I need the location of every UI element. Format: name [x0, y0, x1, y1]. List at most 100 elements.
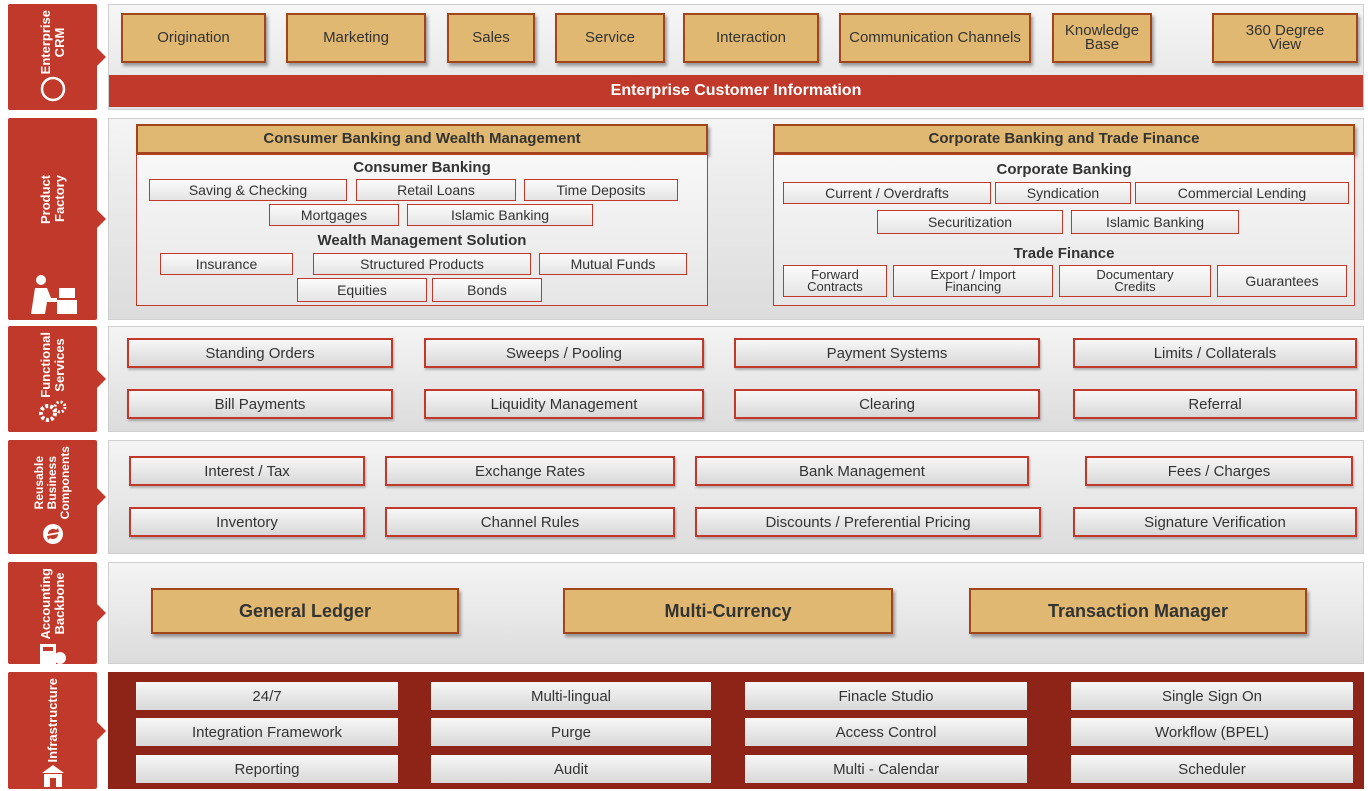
chip-islamic-banking-corporate: Islamic Banking — [1071, 210, 1239, 234]
layer-arrow-icon — [97, 488, 106, 506]
reusable-components-layer: Reusable Business Components Interest / … — [0, 440, 1368, 554]
rbc-item-interest-tax: Interest / Tax — [129, 456, 365, 486]
rbc-item-exchange-rates: Exchange Rates — [385, 456, 675, 486]
rbc-item-bank-management: Bank Management — [695, 456, 1029, 486]
building-icon — [38, 763, 68, 789]
accounting-backbone-layer: Accounting Backbone General Ledger Multi… — [0, 562, 1368, 664]
enterprise-crm-layer: Enterprise CRM Origination Marketing Sal… — [0, 4, 1368, 110]
functional-services-sidebar: Functional Services — [8, 326, 106, 432]
infra-item-integration-framework: Integration Framework — [136, 718, 398, 746]
chip-insurance: Insurance — [160, 253, 293, 275]
layer-arrow-icon — [97, 604, 106, 622]
reusable-components-sidebar: Reusable Business Components — [8, 440, 106, 554]
product-factory-layer: Product Factory Consumer Banking and Wea… — [0, 118, 1368, 320]
chip-islamic-banking-consumer: Islamic Banking — [407, 204, 593, 226]
reusable-components-panel: Interest / Tax Exchange Rates Bank Manag… — [108, 440, 1364, 554]
fs-item-sweeps-pooling: Sweeps / Pooling — [424, 338, 704, 368]
chip-structured-products: Structured Products — [313, 253, 531, 275]
gears-icon — [38, 398, 68, 426]
rbc-item-channel-rules: Channel Rules — [385, 507, 675, 537]
infra-item-multi-lingual: Multi-lingual — [431, 682, 711, 710]
crm-item-interaction: Interaction — [683, 13, 819, 63]
chip-forward-contracts: Forward Contracts — [783, 265, 887, 297]
functional-services-label: Functional Services — [37, 332, 67, 398]
layer-arrow-icon — [97, 210, 106, 228]
enterprise-customer-information-bar: Enterprise Customer Information — [109, 75, 1363, 107]
enterprise-crm-panel: Origination Marketing Sales Service Inte… — [108, 4, 1364, 110]
infrastructure-panel: 24/7 Multi-lingual Finacle Studio Single… — [108, 672, 1364, 789]
crm-item-marketing: Marketing — [286, 13, 426, 63]
crm-item-360-degree-view: 360 Degree View — [1212, 13, 1358, 63]
fs-item-limits-collaterals: Limits / Collaterals — [1073, 338, 1357, 368]
fs-item-liquidity-management: Liquidity Management — [424, 389, 704, 419]
chip-time-deposits: Time Deposits — [524, 179, 678, 201]
rbc-item-signature-verification: Signature Verification — [1073, 507, 1357, 537]
infra-item-single-sign-on: Single Sign On — [1071, 682, 1353, 710]
chip-bonds: Bonds — [432, 278, 542, 302]
infra-item-finacle-studio: Finacle Studio — [745, 682, 1027, 710]
layer-arrow-icon — [97, 48, 106, 66]
enterprise-crm-sidebar: Enterprise CRM — [8, 4, 106, 110]
ab-item-transaction-manager: Transaction Manager — [969, 588, 1307, 634]
chip-equities: Equities — [297, 278, 427, 302]
infra-item-24-7: 24/7 — [136, 682, 398, 710]
crm-item-knowledge-base: Knowledge Base — [1052, 13, 1152, 63]
enterprise-crm-label: Enterprise CRM — [37, 10, 67, 75]
consumer-banking-wealth-header: Consumer Banking and Wealth Management — [136, 124, 708, 154]
fs-item-payment-systems: Payment Systems — [734, 338, 1040, 368]
chip-guarantees: Guarantees — [1217, 265, 1347, 297]
crm-item-communication-channels: Communication Channels — [839, 13, 1031, 63]
infra-item-purge: Purge — [431, 718, 711, 746]
accounting-backbone-panel: General Ledger Multi-Currency Transactio… — [108, 562, 1364, 664]
fs-item-clearing: Clearing — [734, 389, 1040, 419]
infra-item-workflow-bpel: Workflow (BPEL) — [1071, 718, 1353, 746]
infra-item-multi-calendar: Multi - Calendar — [745, 755, 1027, 783]
accounting-backbone-label: Accounting Backbone — [37, 568, 67, 640]
rbc-item-discounts-preferential-pricing: Discounts / Preferential Pricing — [695, 507, 1041, 537]
product-factory-label: Product Factory — [37, 174, 67, 224]
layer-arrow-icon — [97, 721, 106, 740]
consumer-banking-title: Consumer Banking — [353, 159, 491, 176]
infra-item-reporting: Reporting — [136, 755, 398, 783]
factory-worker-icon — [27, 274, 79, 314]
wealth-management-title: Wealth Management Solution — [317, 232, 527, 249]
calculator-icon — [38, 640, 68, 666]
functional-services-layer: Functional Services Standing Orders Swee… — [0, 326, 1368, 432]
infrastructure-sidebar: Infrastructure — [8, 672, 106, 789]
chip-documentary-credits: Documentary Credits — [1059, 265, 1211, 297]
rbc-item-fees-charges: Fees / Charges — [1085, 456, 1353, 486]
crm-item-sales: Sales — [447, 13, 535, 63]
infrastructure-layer: Infrastructure 24/7 Multi-lingual Finacl… — [0, 672, 1368, 789]
corporate-banking-trade-header: Corporate Banking and Trade Finance — [773, 124, 1355, 154]
corporate-banking-title: Corporate Banking — [996, 161, 1132, 178]
trade-finance-title: Trade Finance — [1013, 245, 1115, 262]
fs-item-standing-orders: Standing Orders — [127, 338, 393, 368]
ab-item-general-ledger: General Ledger — [151, 588, 459, 634]
reusable-components-label: Reusable Business Components — [32, 446, 72, 520]
fs-item-referral: Referral — [1073, 389, 1357, 419]
rbc-item-inventory: Inventory — [129, 507, 365, 537]
ab-item-multi-currency: Multi-Currency — [563, 588, 893, 634]
chip-securitization: Securitization — [877, 210, 1063, 234]
crm-item-origination: Origination — [121, 13, 266, 63]
chip-saving-checking: Saving & Checking — [149, 179, 347, 201]
infra-item-scheduler: Scheduler — [1071, 755, 1353, 783]
chip-retail-loans: Retail Loans — [356, 179, 516, 201]
infrastructure-label: Infrastructure — [44, 678, 60, 763]
accounting-backbone-sidebar: Accounting Backbone — [8, 562, 106, 666]
chip-export-import-financing: Export / Import Financing — [893, 265, 1053, 297]
infra-item-audit: Audit — [431, 755, 711, 783]
product-factory-sidebar: Product Factory — [8, 118, 106, 320]
fs-item-bill-payments: Bill Payments — [127, 389, 393, 419]
functional-services-panel: Standing Orders Sweeps / Pooling Payment… — [108, 326, 1364, 432]
chip-commercial-lending: Commercial Lending — [1135, 182, 1349, 204]
compass-icon — [38, 74, 68, 104]
infra-item-access-control: Access Control — [745, 718, 1027, 746]
chip-current-overdrafts: Current / Overdrafts — [783, 182, 991, 204]
product-factory-panel: Consumer Banking and Wealth Management C… — [108, 118, 1364, 320]
recycle-icon — [38, 519, 68, 548]
layer-arrow-icon — [97, 370, 106, 388]
crm-item-service: Service — [555, 13, 665, 63]
chip-mutual-funds: Mutual Funds — [539, 253, 687, 275]
chip-mortgages: Mortgages — [269, 204, 399, 226]
